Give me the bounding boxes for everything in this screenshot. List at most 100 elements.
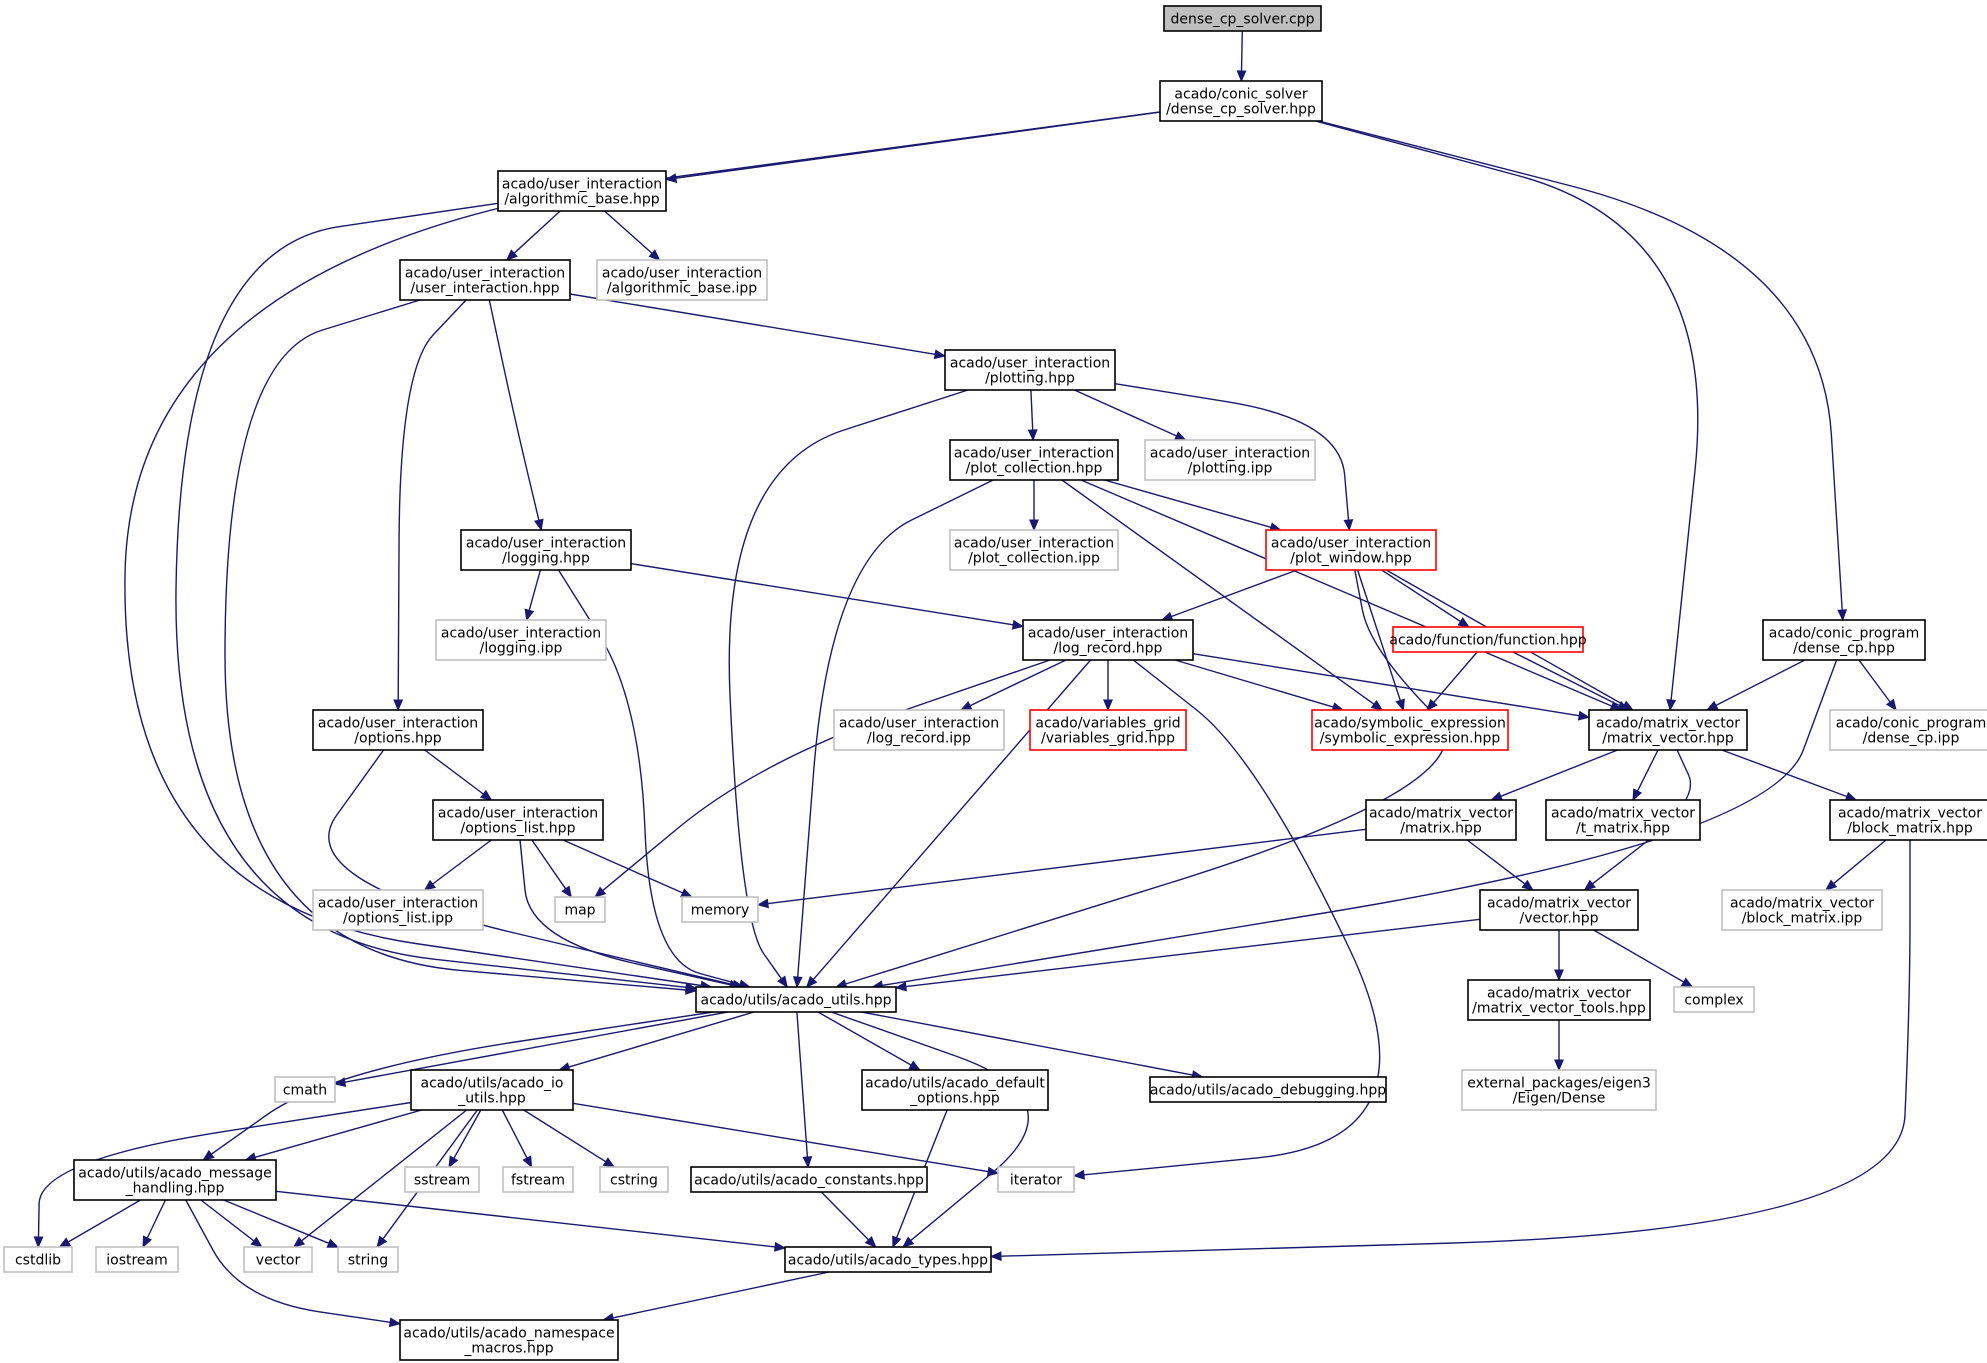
arrowhead xyxy=(594,886,607,898)
arrowhead xyxy=(664,173,678,183)
edge-plot_collection_hpp-to-symbolic_expression_hpp xyxy=(1061,479,1384,711)
node-label-line: acado/utils/acado_namespace xyxy=(403,1326,614,1342)
edge-acado_io_utils_hpp-to-sstream xyxy=(448,1109,482,1169)
node-dense-cp-hpp[interactable]: acado/conic_program/dense_cp.hpp xyxy=(1762,619,1926,661)
edge-matrix_vector_hpp-to-block_matrix_hpp xyxy=(1721,749,1858,802)
node-conic-solver-dense-cp-solver-hpp[interactable]: acado/conic_solver/dense_cp_solver.hpp xyxy=(1159,80,1323,122)
node-map: map xyxy=(554,896,606,923)
node-box xyxy=(1029,709,1187,751)
node-cstring: cstring xyxy=(599,1166,669,1193)
arrowhead xyxy=(792,976,803,989)
node-acado-utils-hpp[interactable]: acado/utils/acado_utils.hpp xyxy=(695,986,897,1013)
edge-line xyxy=(223,1199,330,1244)
node-symbolic-expression-hpp[interactable]: acado/symbolic_expression/symbolic_expre… xyxy=(1311,709,1509,751)
node-acado-namespace-macros-hpp[interactable]: acado/utils/acado_namespace_macros.hpp xyxy=(399,1319,619,1361)
node-variables-grid-hpp[interactable]: acado/variables_grid/variables_grid.hpp xyxy=(1029,709,1187,751)
node-box xyxy=(435,619,607,661)
node-label-line: acado/utils/acado_constants.hpp xyxy=(694,1173,924,1189)
edge-line xyxy=(275,1190,776,1248)
node-algorithmic-base-hpp[interactable]: acado/user_interaction/algorithmic_base.… xyxy=(497,170,667,212)
node-label-line: /matrix_vector.hpp xyxy=(1602,731,1734,747)
edge-line xyxy=(124,111,1161,987)
node-plot-collection-hpp[interactable]: acado/user_interaction/plot_collection.h… xyxy=(949,439,1119,481)
arrowhead xyxy=(986,1166,1000,1177)
edge-line xyxy=(1083,659,1381,1176)
edge-acado_utils_hpp-to-acado_constants_hpp xyxy=(796,1011,813,1169)
node-box xyxy=(949,439,1119,481)
edge-line xyxy=(528,569,542,611)
node-box xyxy=(1159,80,1323,122)
arrowhead xyxy=(1577,710,1591,721)
edge-line xyxy=(820,1191,870,1241)
node-matrix-vector-tools-hpp[interactable]: acado/matrix_vector/matrix_vector_tools.… xyxy=(1467,979,1651,1021)
arrowhead xyxy=(292,1236,306,1248)
node-dense-cp-solver-cpp[interactable]: dense_cp_solver.cpp xyxy=(1163,5,1322,32)
edge-line xyxy=(569,293,936,355)
node-box xyxy=(599,1166,669,1193)
arrowhead xyxy=(1583,879,1596,891)
node-string: string xyxy=(337,1246,399,1273)
node-box xyxy=(497,170,667,212)
arrowhead xyxy=(864,1236,877,1248)
edge-block_matrix_hpp-to-block_matrix_ipp xyxy=(1825,839,1887,891)
edge-plotting_hpp-to-acado_utils_hpp xyxy=(728,389,969,989)
edge-logging_hpp-to-log_record_hpp xyxy=(630,562,1025,630)
node-label-line: acado/matrix_vector xyxy=(1596,716,1740,732)
edge-line xyxy=(1192,653,1580,717)
node-function-hpp[interactable]: acado/function/function.hpp xyxy=(1389,626,1587,653)
node-vector-hpp[interactable]: acado/matrix_vector/vector.hpp xyxy=(1479,889,1639,931)
node-box xyxy=(1479,889,1639,931)
node-options-list-hpp[interactable]: acado/user_interaction/options_list.hpp xyxy=(432,799,604,841)
node-plot-window-hpp[interactable]: acado/user_interaction/plot_window.hpp xyxy=(1265,529,1437,571)
arrowhead xyxy=(524,608,535,622)
node-logging-hpp[interactable]: acado/user_interaction/logging.hpp xyxy=(460,529,632,571)
edge-options_list_hpp-to-map xyxy=(531,839,573,899)
node-block-matrix-hpp[interactable]: acado/matrix_vector/block_matrix.hpp xyxy=(1829,799,1987,841)
node-user-interaction-hpp[interactable]: acado/user_interaction/user_interaction.… xyxy=(399,259,571,301)
node-label-line: acado/utils/acado_io xyxy=(421,1076,564,1092)
node-matrix-vector-hpp[interactable]: acado/matrix_vector/matrix_vector.hpp xyxy=(1588,709,1748,751)
node-box xyxy=(1149,1076,1387,1103)
edge-acado_io_utils_hpp-to-iterator xyxy=(572,1102,1000,1177)
node-plot-collection-ipp: acado/user_interaction/plot_collection.i… xyxy=(949,529,1119,571)
edge-plot_window_hpp-to-log_record_hpp xyxy=(1160,569,1298,622)
edge-line xyxy=(1114,383,1350,521)
edge-line xyxy=(796,1011,809,1158)
node-plotting-ipp: acado/user_interaction/plotting.ipp xyxy=(1144,439,1316,481)
node-box xyxy=(312,709,484,751)
arrowhead xyxy=(202,1149,215,1161)
node-acado-debugging-hpp[interactable]: acado/utils/acado_debugging.hpp xyxy=(1149,1076,1387,1103)
node-plotting-hpp[interactable]: acado/user_interaction/plotting.hpp xyxy=(944,349,1116,391)
edge-line xyxy=(185,1199,391,1323)
node-acado-types-hpp[interactable]: acado/utils/acado_types.hpp xyxy=(784,1246,992,1273)
node-label-line: acado/user_interaction xyxy=(839,716,999,732)
node-label-line: memory xyxy=(691,903,750,919)
arrowhead xyxy=(1825,879,1838,891)
node-label-line: sstream xyxy=(414,1173,470,1189)
edge-log_record_hpp-to-iterator xyxy=(1072,659,1381,1180)
node-acado-default-options-hpp[interactable]: acado/utils/acado_default_options.hpp xyxy=(861,1069,1049,1111)
node-label-line: iterator xyxy=(1010,1173,1062,1189)
node-fstream: fstream xyxy=(502,1166,574,1193)
node-t-matrix-hpp[interactable]: acado/matrix_vector/t_matrix.hpp xyxy=(1545,799,1701,841)
node-acado-io-utils-hpp[interactable]: acado/utils/acado_io_utils.hpp xyxy=(410,1069,574,1111)
node-label-line: acado/user_interaction xyxy=(466,536,626,552)
arrowhead xyxy=(1680,977,1694,988)
node-acado-message-handling-hpp[interactable]: acado/utils/acado_message_handling.hpp xyxy=(73,1159,277,1201)
edge-user_interaction_hpp-to-plotting_hpp xyxy=(569,293,947,360)
node-box xyxy=(949,529,1119,571)
arrowhead xyxy=(1705,700,1719,711)
node-options-hpp[interactable]: acado/user_interaction/options.hpp xyxy=(312,709,484,751)
edge-line xyxy=(1858,659,1891,703)
node-acado-constants-hpp[interactable]: acado/utils/acado_constants.hpp xyxy=(690,1166,928,1193)
node-label-line: acado/function/function.hpp xyxy=(1389,633,1586,649)
edge-line xyxy=(531,839,567,890)
node-log-record-hpp[interactable]: acado/user_interaction/log_record.hpp xyxy=(1022,619,1194,661)
node-label-line: acado/utils/acado_debugging.hpp xyxy=(1150,1083,1386,1099)
node-matrix-hpp[interactable]: acado/matrix_vector/matrix.hpp xyxy=(1365,799,1517,841)
node-label-line: dense_cp_solver.cpp xyxy=(1171,12,1315,28)
edge-line xyxy=(424,749,484,795)
edge-line xyxy=(344,1011,728,1083)
node-box xyxy=(432,799,604,841)
node-label-line: cstring xyxy=(610,1173,658,1189)
